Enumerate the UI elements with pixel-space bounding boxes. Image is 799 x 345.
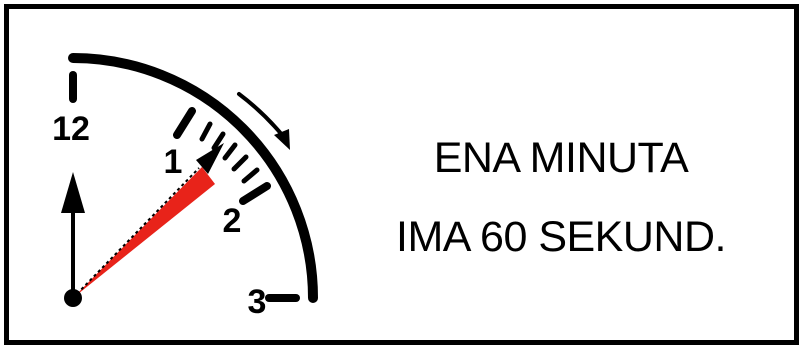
minute-ticks [199,121,260,184]
clock-centre-dot [64,289,82,307]
caption-line-2: IMA 60 SEKUND. [396,213,726,261]
tick-2 [239,182,271,205]
clock-number-1: 1 [164,143,183,181]
tick-1 [173,107,196,139]
clock-rim [68,53,318,303]
caption-line-1: ENA MINUTA [433,134,689,182]
hour-hand [61,172,85,298]
clock-number-2: 2 [223,202,242,240]
second-hand-sweep [73,167,215,298]
caption: ENA MINUTA IMA 60 SEKUND. [381,137,741,259]
clock-number-12: 12 [52,110,90,148]
card-frame: 12 1 2 3 ENA MINUTA IMA 60 SEKUND. [4,4,799,345]
quarter-clock-diagram: 12 1 2 3 [52,53,318,321]
clockwise-arrow-icon [237,92,290,150]
clock-number-3: 3 [248,283,267,321]
second-hand-guide [72,167,200,299]
second-hand-arrowhead [196,143,224,174]
